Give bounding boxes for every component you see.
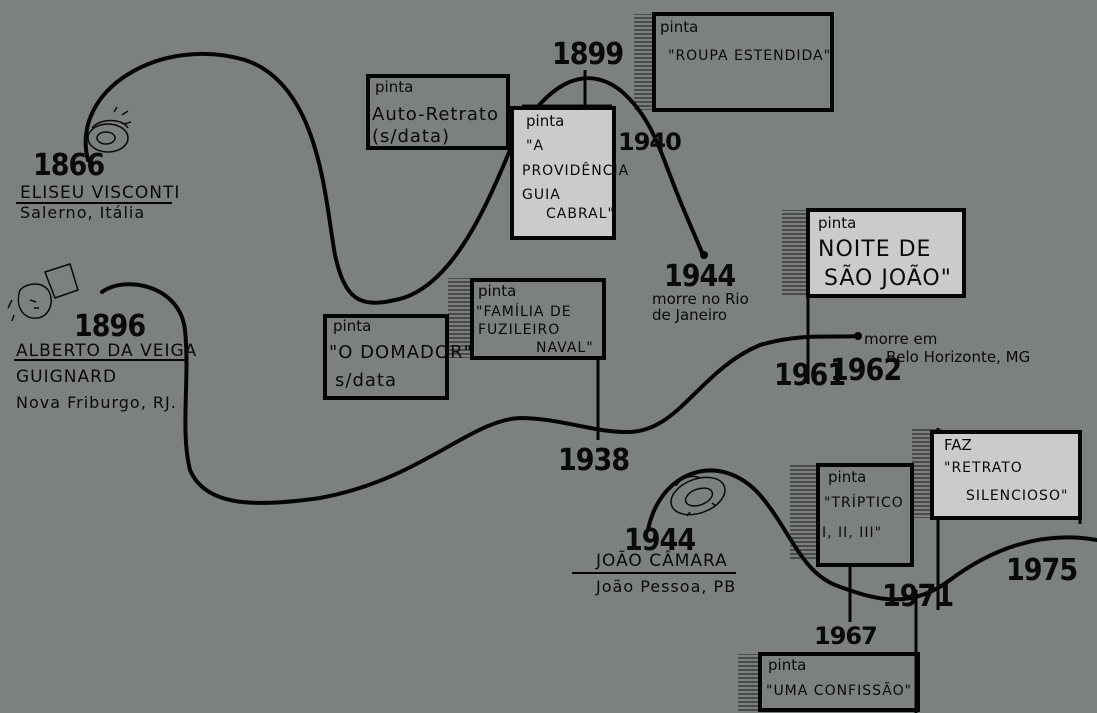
- work-verb: pinta: [478, 282, 516, 300]
- work-familia-de-fuzileiro-naval: pinta "FAMÍLIA DE FUZILEIRO NAVAL" 1938: [448, 278, 630, 478]
- work-title-line: I, II, III": [822, 525, 882, 541]
- artist-birthplace-camara: João Pessoa, PB: [595, 577, 736, 596]
- work-title-line: GUIA: [522, 187, 561, 203]
- work-title-line: "ROUPA ESTENDIDA": [668, 48, 831, 64]
- work-noite-de-sao-joao: pinta NOITE DE SÃO JOÃO" 1961 1962: [774, 208, 966, 393]
- death-text-line: morre em: [864, 330, 937, 348]
- birth-year-1896: 1896: [74, 309, 145, 344]
- work-title-line: "O DOMADOR": [329, 342, 473, 363]
- work-title-line: "FAMÍLIA DE: [476, 303, 572, 320]
- work-title-line: NOITE DE: [818, 237, 931, 262]
- work-title-line: "TRÍPTICO: [824, 494, 904, 511]
- work-title-line: PROVIDÊNCIA: [522, 161, 629, 179]
- artist-name-guignard-line2: GUIGNARD: [16, 367, 117, 387]
- death-text-line: de Janeiro: [652, 306, 727, 324]
- work-title-line: SILENCIOSO": [966, 488, 1068, 504]
- work-auto-retrato: pinta Auto-Retrato (s/data): [366, 74, 510, 150]
- work-providencia-guia-cabral: pinta "A PROVIDÊNCIA GUIA CABRAL" 1899: [510, 37, 629, 240]
- event-year-1940: 1940: [618, 128, 681, 156]
- artist-camara: 1944 JOÃO CÂMARA João Pessoa, PB: [572, 523, 736, 596]
- work-triptico: pinta "TRÍPTICO I, II, III" 1967: [790, 463, 914, 650]
- work-retrato-silencioso: FAZ "RETRATO SILENCIOSO" 1971 1975: [882, 428, 1082, 614]
- artist-guignard: 1896 ALBERTO DA VEIGA GUIGNARD Nova Frib…: [14, 309, 197, 412]
- birth-year-1944-camara: 1944: [624, 523, 695, 558]
- death-text-line: morre no Rio: [652, 290, 749, 308]
- artist-visconti: 1866 ELISEU VISCONTI Salerno, Itália: [16, 148, 180, 222]
- artist-name-camara: JOÃO CÂMARA: [595, 549, 728, 571]
- work-verb: pinta: [660, 18, 698, 36]
- work-title-line: "UMA CONFISSÃO": [766, 682, 912, 699]
- visconti-portrait-icon: [87, 106, 132, 153]
- work-title-line: SÃO JOÃO": [824, 264, 952, 291]
- visconti-death-dot: [700, 251, 708, 259]
- artist-name-visconti: ELISEU VISCONTI: [20, 183, 180, 203]
- event-year-1971: 1971: [882, 579, 953, 614]
- artist-birthplace-visconti: Salerno, Itália: [20, 203, 145, 222]
- work-title-line: (s/data): [372, 126, 450, 147]
- work-verb: pinta: [526, 112, 564, 130]
- work-title-line: NAVAL": [536, 340, 594, 356]
- work-roupa-estendida: pinta "ROUPA ESTENDIDA" 1940: [618, 12, 834, 156]
- artist-birthplace-guignard: Nova Friburgo, RJ.: [16, 393, 177, 412]
- birth-year-1866: 1866: [33, 148, 104, 183]
- event-year-1967: 1967: [814, 622, 877, 650]
- guignard-death-dot: [854, 332, 862, 340]
- work-verb: pinta: [828, 468, 866, 486]
- work-title-line: FUZILEIRO: [478, 322, 560, 338]
- death-text-line: Belo Horizonte, MG: [886, 348, 1030, 366]
- event-year-1944-death: 1944: [664, 259, 735, 294]
- work-title-line: "RETRATO: [944, 460, 1023, 476]
- guignard-life-line: [100, 282, 860, 505]
- work-o-domador: pinta "O DOMADOR" s/data: [323, 314, 473, 400]
- death-guignard: morre em Belo Horizonte, MG: [864, 330, 1030, 366]
- work-verb: FAZ: [944, 436, 972, 454]
- visconti-life-line: [83, 51, 705, 305]
- work-verb: pinta: [768, 656, 806, 674]
- work-title-line: CABRAL": [546, 206, 615, 222]
- work-verb: pinta: [375, 78, 413, 96]
- event-year-1975: 1975: [1006, 553, 1077, 588]
- guignard-portrait-icon: [7, 263, 79, 322]
- work-verb: pinta: [333, 317, 371, 335]
- event-year-1962: 1962: [830, 353, 901, 388]
- artist-name-guignard-line1: ALBERTO DA VEIGA: [16, 341, 197, 361]
- work-title-line: "A: [526, 138, 544, 154]
- death-visconti: 1944 morre no Rio de Janeiro: [652, 259, 749, 324]
- work-title-line: s/data: [335, 370, 397, 391]
- work-title-line: Auto-Retrato: [372, 104, 499, 125]
- work-uma-confissao: pinta "UMA CONFISSÃO": [738, 590, 920, 713]
- event-year-1938: 1938: [558, 443, 629, 478]
- camara-portrait-icon: [670, 475, 726, 517]
- event-year-1899: 1899: [552, 37, 623, 72]
- camara-life-line: [646, 468, 1097, 602]
- event-year-1961: 1961: [774, 358, 845, 393]
- work-verb: pinta: [818, 214, 856, 232]
